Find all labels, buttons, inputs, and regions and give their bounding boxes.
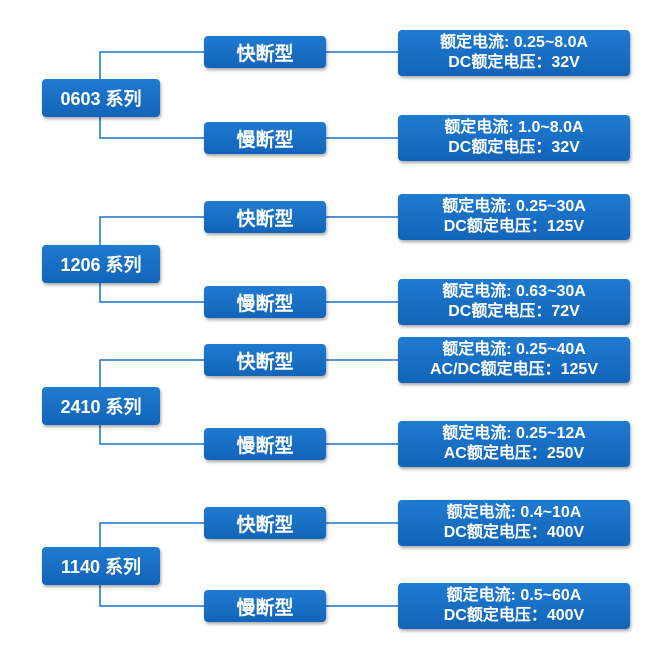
series-1206-box: 1206 系列 [42, 245, 160, 283]
series-2410-slow-spec: 额定电流: 0.25~12A AC额定电压：250V [398, 421, 630, 467]
spec-voltage: DC额定电压：72V [448, 303, 580, 320]
series-2410-fast-spec: 额定电流: 0.25~40A AC/DC额定电压：125V [398, 337, 630, 383]
spec-current: 额定电流: 1.0~8.0A [444, 119, 584, 136]
series-1206-slow-spec: 额定电流: 0.63~30A DC额定电压：72V [398, 279, 630, 325]
series-1140-fast-type: 快断型 [204, 507, 326, 539]
series-0603-slow-type: 慢断型 [204, 122, 326, 154]
connector-0603-fast [99, 51, 204, 79]
series-2410-slow-type: 慢断型 [204, 428, 326, 460]
series-0603-slow-spec: 额定电流: 1.0~8.0A DC额定电压：32V [398, 115, 630, 161]
spec-voltage: DC额定电压：125V [443, 218, 585, 235]
group-2410-connectors [99, 359, 398, 445]
spec-voltage: DC额定电压：32V [448, 54, 580, 71]
spec-current: 额定电流: 0.25~12A [442, 425, 586, 442]
connector-2410-slow [99, 425, 204, 445]
spec-current: 额定电流: 0.25~30A [442, 198, 586, 215]
spec-current: 额定电流: 0.25~8.0A [439, 34, 589, 51]
series-1140-slow-type: 慢断型 [204, 590, 326, 622]
series-1140-box: 1140 系列 [42, 547, 160, 585]
connector-0603-slow [99, 117, 204, 139]
spec-voltage: DC额定电压：32V [448, 139, 580, 156]
series-2410-box: 2410 系列 [42, 387, 160, 425]
series-1206-fast-type: 快断型 [204, 201, 326, 233]
spec-current: 额定电流: 0.5~60A [446, 587, 582, 604]
series-2410-fast-type: 快断型 [204, 344, 326, 376]
group-1206-connectors [99, 216, 398, 303]
connector-2410-fast [99, 359, 204, 387]
spec-voltage: DC额定电压：400V [443, 607, 585, 624]
connector-1140-fast [99, 522, 204, 547]
spec-voltage: AC额定电压：250V [443, 445, 585, 462]
spec-current: 额定电流: 0.4~10A [446, 504, 582, 521]
series-0603-fast-spec: 额定电流: 0.25~8.0A DC额定电压：32V [398, 30, 630, 76]
spec-current: 额定电流: 0.25~40A [442, 341, 586, 358]
spec-voltage: DC额定电压：400V [443, 524, 585, 541]
connector-1140-slow [99, 585, 204, 607]
series-1206-slow-type: 慢断型 [204, 286, 326, 318]
connector-1206-slow [99, 283, 204, 303]
series-0603-fast-type: 快断型 [204, 36, 326, 68]
group-0603-connectors [99, 51, 398, 139]
series-1140-fast-spec: 额定电流: 0.4~10A DC额定电压：400V [398, 500, 630, 546]
spec-current: 额定电流: 0.63~30A [442, 283, 586, 300]
series-0603-box: 0603 系列 [42, 79, 160, 117]
series-1206-fast-spec: 额定电流: 0.25~30A DC额定电压：125V [398, 194, 630, 240]
spec-voltage: AC/DC额定电压：125V [429, 361, 599, 378]
series-1140-slow-spec: 额定电流: 0.5~60A DC额定电压：400V [398, 583, 630, 629]
group-1140-connectors [99, 522, 398, 607]
connector-1206-fast [99, 216, 204, 245]
